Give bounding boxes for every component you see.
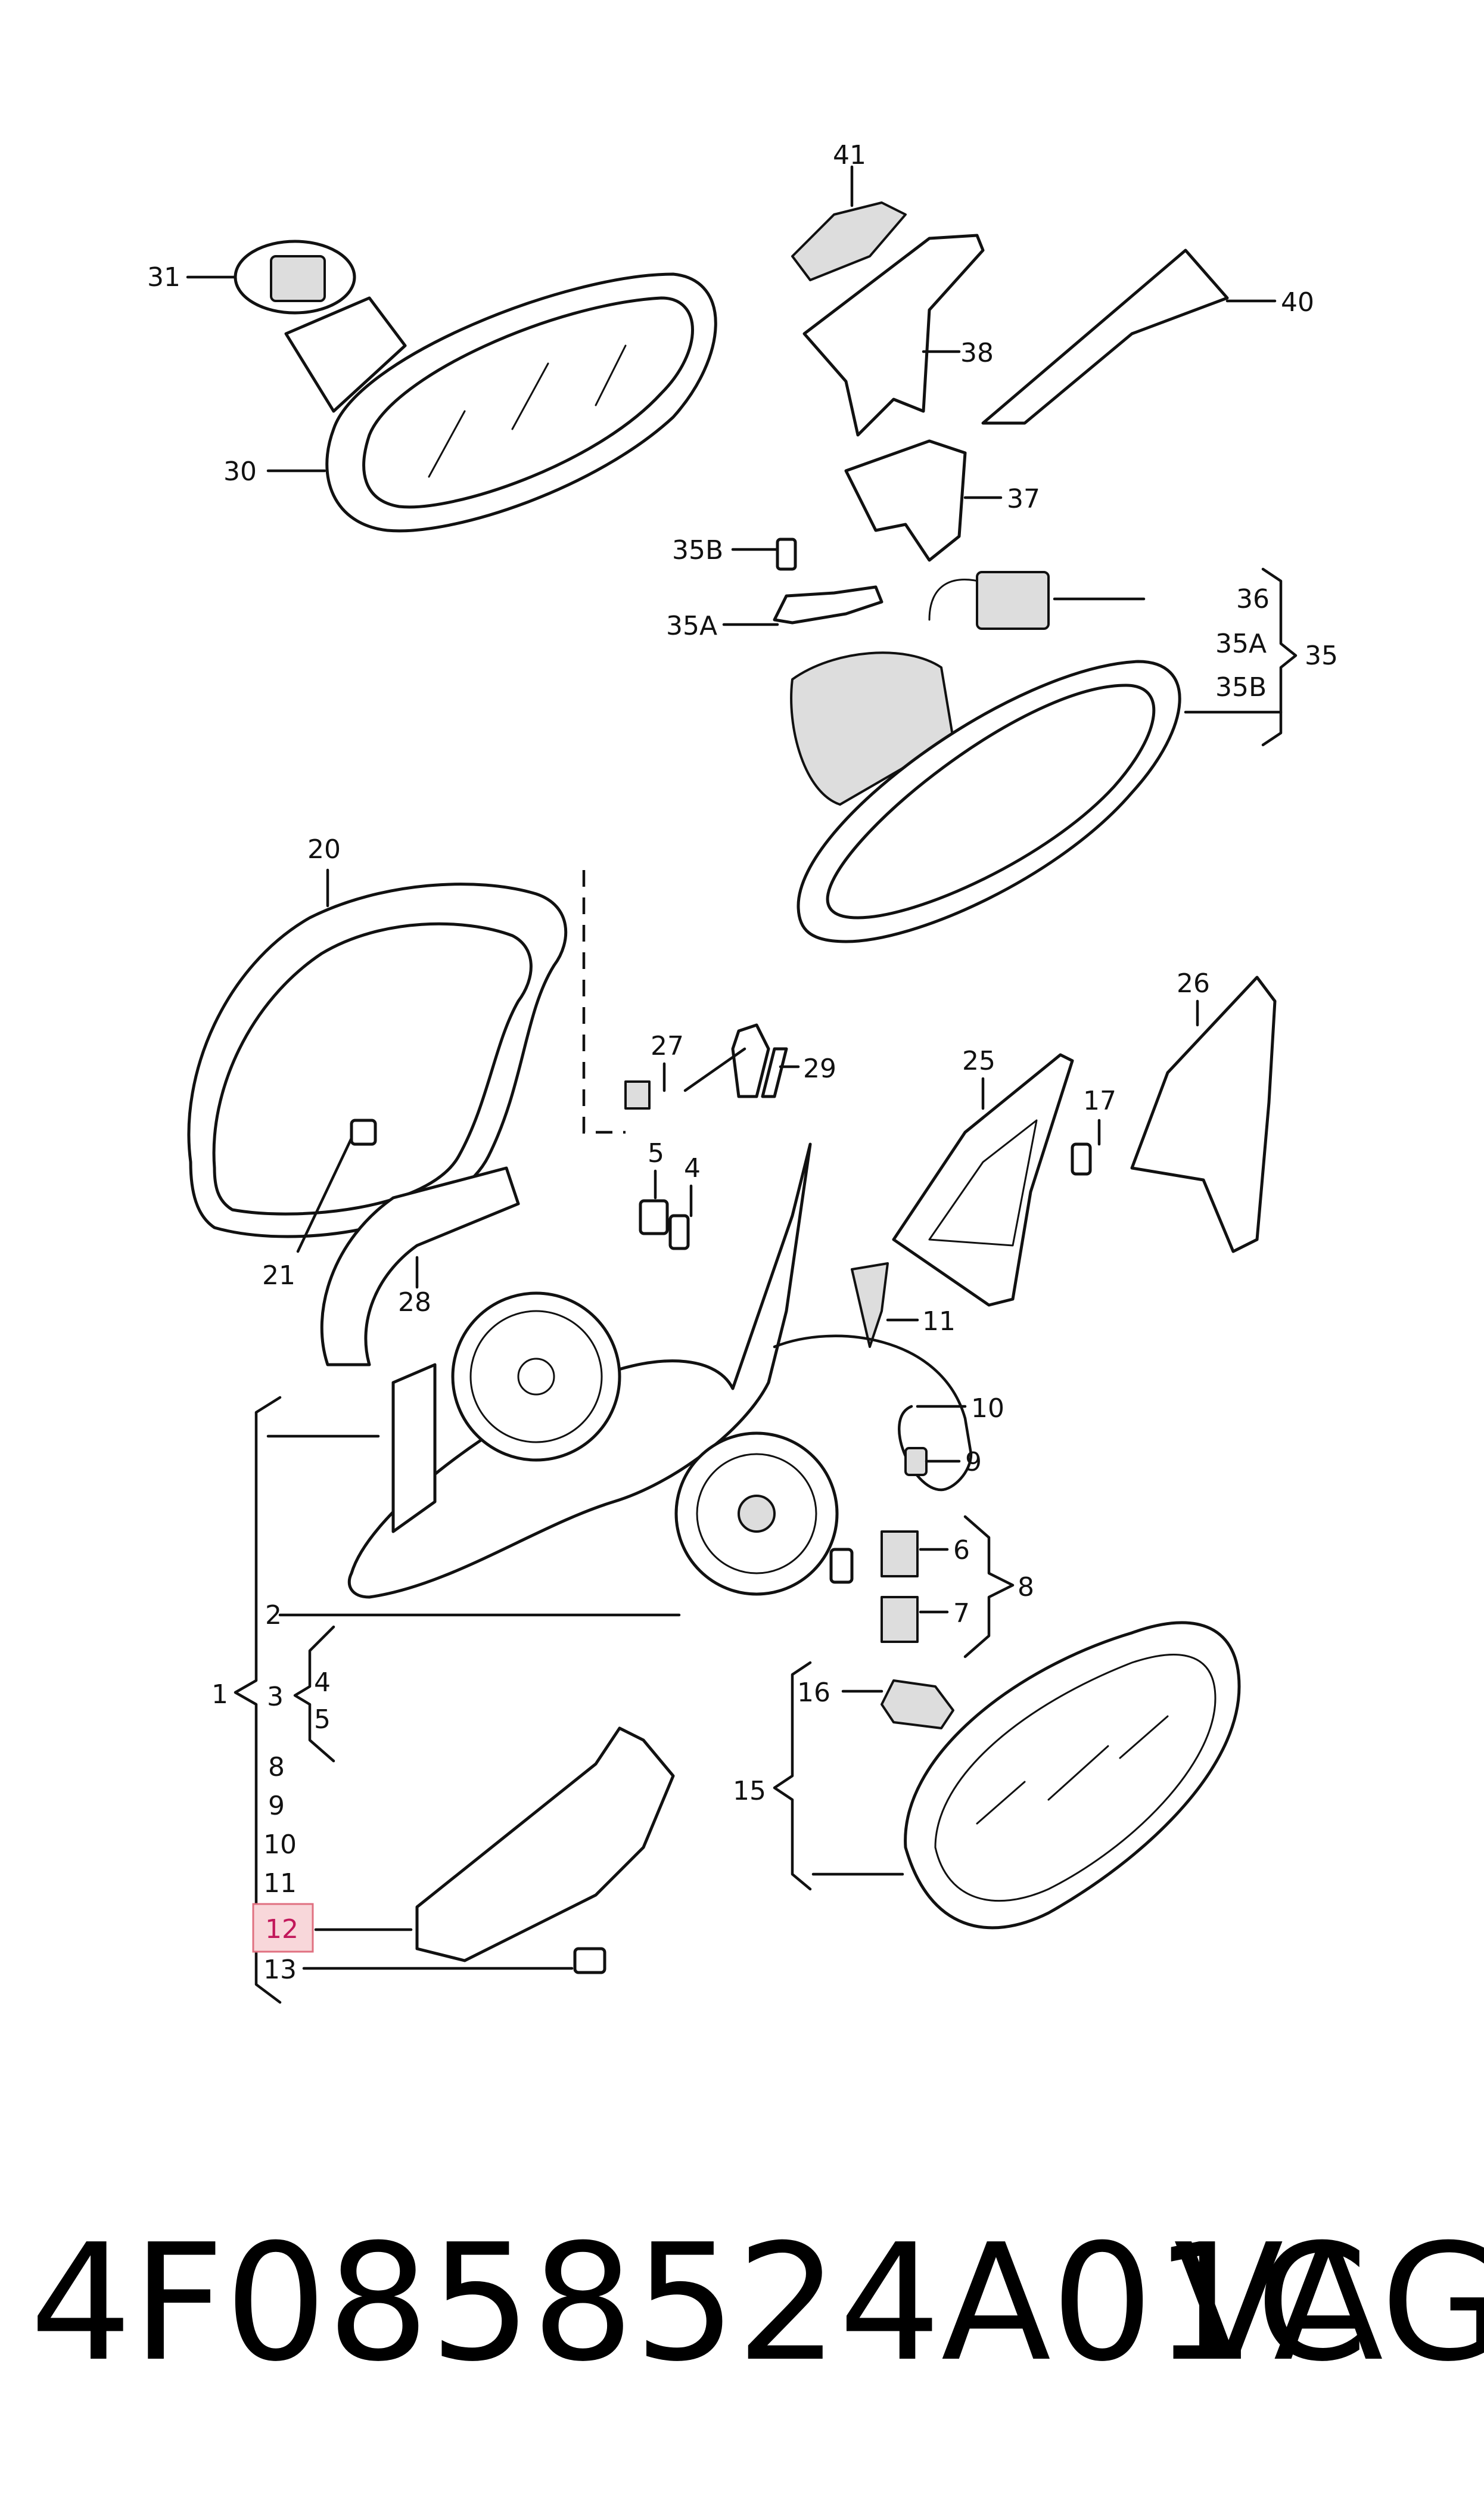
label-3: 3 — [267, 1682, 284, 1712]
label-28: 28 — [398, 1287, 431, 1318]
part-12-cap — [314, 1726, 675, 1962]
label-35A: 35A — [666, 611, 717, 641]
label-2: 2 — [265, 1600, 282, 1630]
label-8: 8 — [1018, 1572, 1034, 1602]
part-6-module — [881, 1530, 949, 1577]
label-26: 26 — [1177, 968, 1210, 999]
bracket-8 — [963, 1515, 1015, 1658]
label-35: 35 — [1305, 641, 1338, 671]
part-40-cover — [981, 249, 1277, 425]
label-6: 6 — [953, 1535, 970, 1566]
part-9-connector — [904, 1447, 961, 1476]
label-27: 27 — [651, 1031, 684, 1061]
label-5-list: 5 — [314, 1704, 331, 1735]
part-30-interior-mirror — [266, 272, 717, 533]
label-25: 25 — [962, 1046, 995, 1076]
label-8-list: 8 — [268, 1752, 285, 1782]
label-5: 5 — [648, 1138, 664, 1169]
label-20: 20 — [307, 834, 341, 865]
label-9: 9 — [965, 1447, 982, 1477]
part-20-housing-cover — [187, 868, 568, 1238]
part-26-trim — [1130, 976, 1277, 1253]
label-17: 17 — [1083, 1086, 1116, 1116]
part-27-cable — [624, 1023, 770, 1110]
part-16-connector — [841, 1679, 954, 1729]
part-21-screw — [296, 1119, 377, 1253]
part-17-pin — [1071, 1119, 1101, 1176]
label-30: 30 — [223, 456, 257, 487]
part-7-module — [881, 1596, 949, 1643]
label-10: 10 — [971, 1393, 1004, 1424]
label-41: 41 — [833, 140, 866, 170]
bracket-1 — [234, 1396, 282, 2004]
part-25-base — [892, 1053, 1074, 1307]
part-35A-bracket — [722, 585, 883, 626]
part-3-adjusting-unit — [278, 1431, 854, 1617]
dashed-separator — [582, 870, 626, 1134]
part-35B-screw — [731, 538, 797, 571]
label-35B-group: 35B — [1215, 672, 1267, 703]
label-9-list: 9 — [268, 1791, 285, 1821]
part-28-bracket — [320, 1166, 520, 1366]
label-10-list: 10 — [263, 1830, 297, 1860]
label-35A-group: 35A — [1215, 629, 1267, 659]
label-4: 4 — [684, 1153, 701, 1184]
label-11: 11 — [922, 1306, 956, 1337]
label-13: 13 — [263, 1955, 297, 1985]
label-37: 37 — [1007, 484, 1040, 514]
label-40: 40 — [1281, 287, 1314, 318]
brand-name: VAG — [1174, 2209, 1484, 2397]
part-29-clip — [761, 1047, 800, 1098]
part-4-screw — [668, 1184, 693, 1250]
part-13-screw — [302, 1947, 606, 1974]
part-35-mirror-assembly — [790, 567, 1298, 943]
label-29: 29 — [803, 1054, 836, 1084]
part-15-mirror-glass — [773, 1621, 1241, 1930]
label-1: 1 — [211, 1679, 228, 1710]
part-31-mount-plate — [186, 240, 356, 315]
highlight-box-12 — [252, 1903, 314, 1953]
label-31: 31 — [147, 262, 181, 293]
label-38: 38 — [960, 338, 994, 368]
label-4-list: 4 — [314, 1667, 331, 1698]
bracket-3 — [293, 1625, 335, 1763]
label-21: 21 — [262, 1260, 295, 1291]
part-10-wiring — [773, 1334, 973, 1492]
label-35B: 35B — [672, 535, 723, 566]
label-11-list: 11 — [263, 1868, 297, 1899]
label-7: 7 — [953, 1598, 970, 1629]
part-5-clip — [639, 1169, 669, 1235]
label-12: 12 — [265, 1914, 298, 1945]
part-38-cover — [802, 234, 985, 437]
label-36: 36 — [1236, 584, 1270, 614]
label-16: 16 — [797, 1678, 830, 1708]
callout-labels: 41 31 40 38 30 37 35B 36 35A 35A 35 35B … — [147, 140, 1338, 1985]
part-37-cover — [844, 439, 1003, 562]
part-11-clip — [851, 1262, 919, 1348]
part-number: 4F0858524A01C — [30, 2209, 1368, 2397]
part-41-clip — [791, 165, 907, 281]
part-2-mirror-frame — [266, 1142, 812, 1599]
label-15: 15 — [733, 1776, 766, 1806]
